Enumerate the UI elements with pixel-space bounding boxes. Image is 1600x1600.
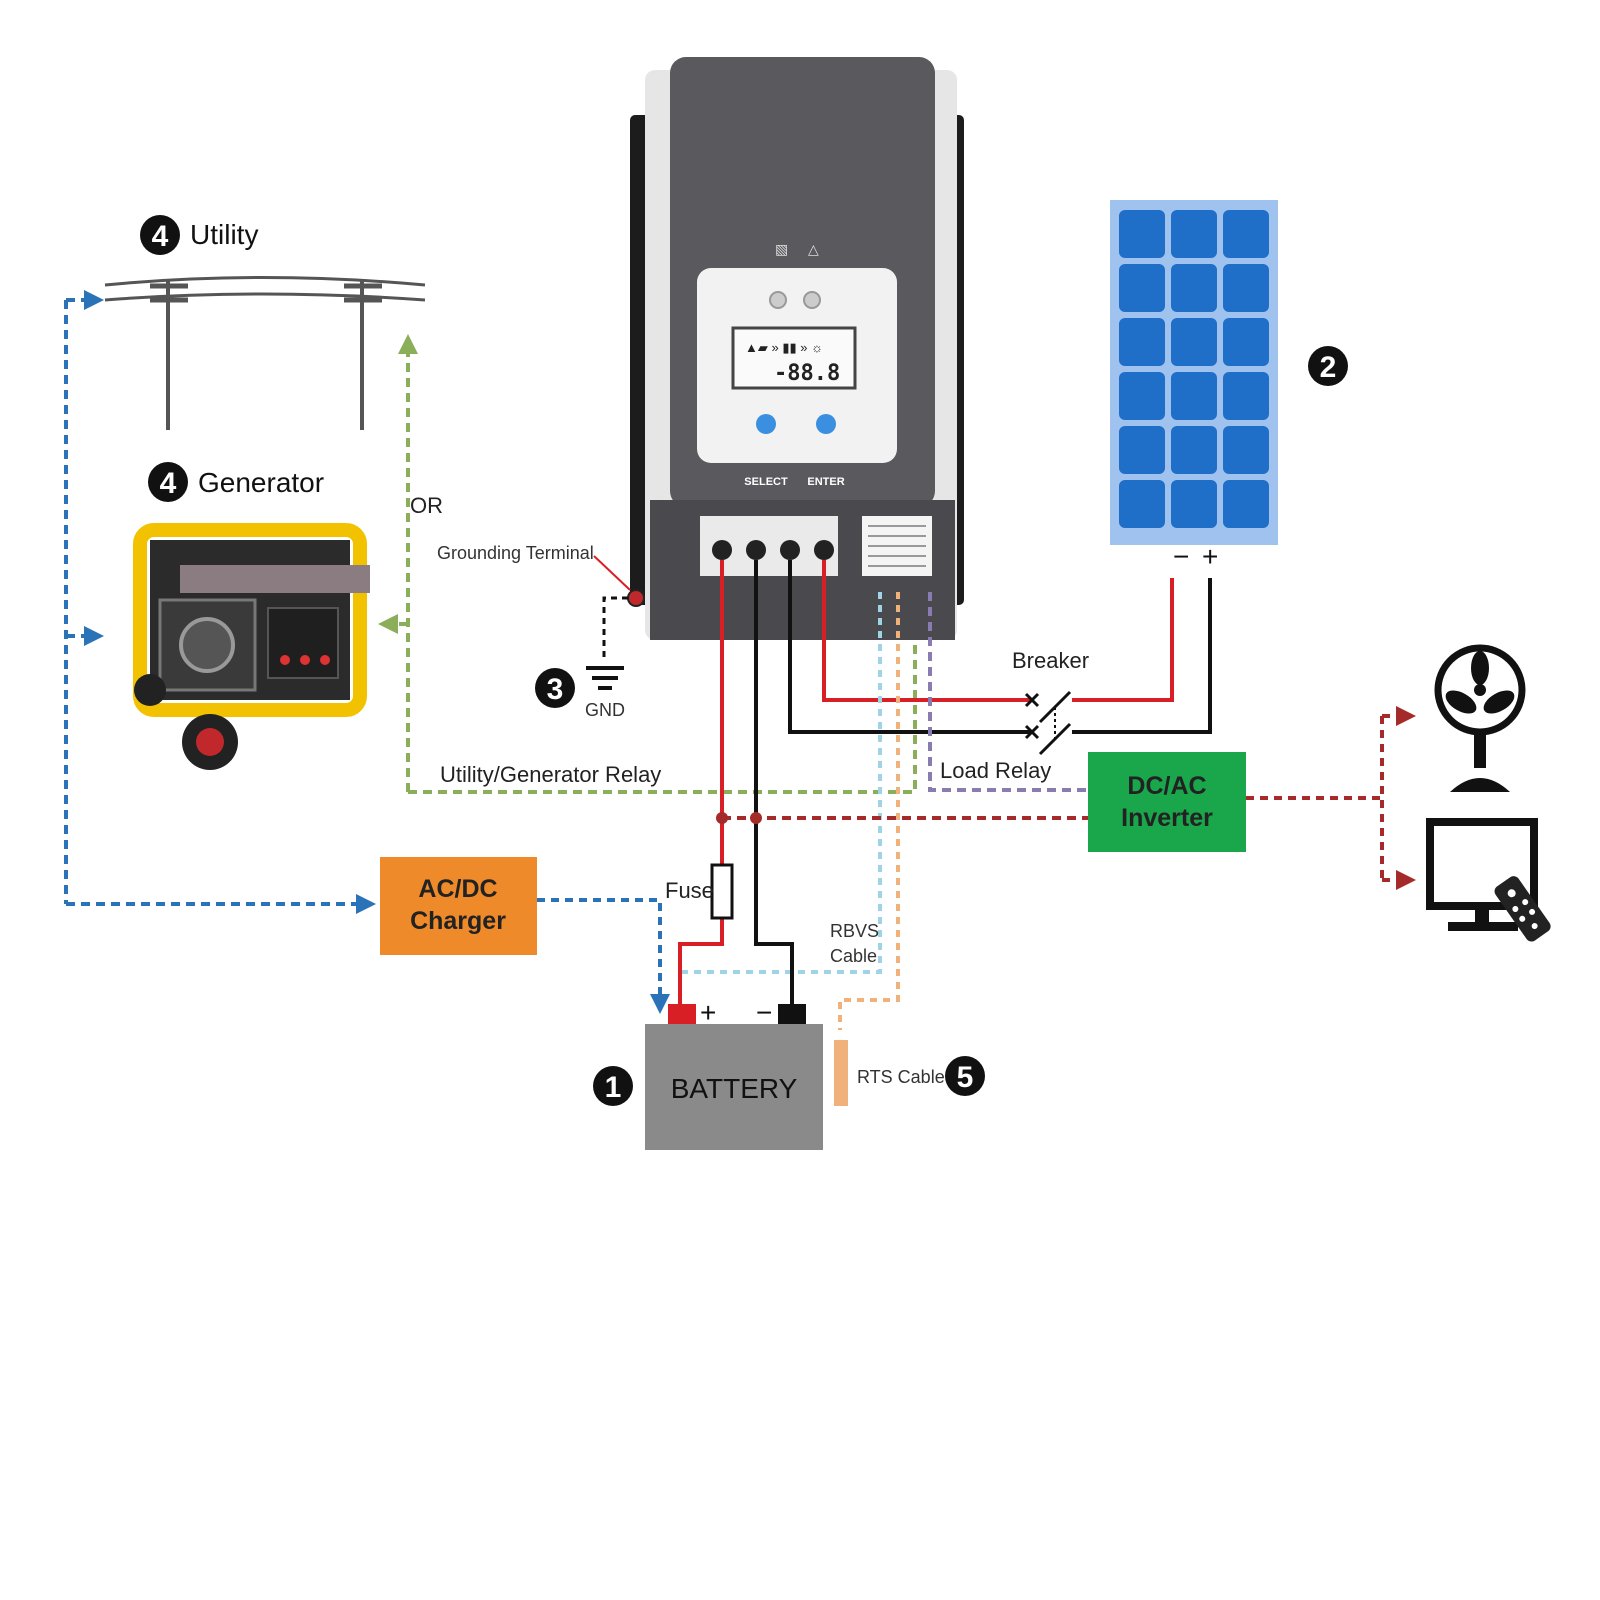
solar-cell: [1171, 264, 1217, 312]
generator-badge: [148, 462, 188, 502]
dc-ac-inverter: DC/AC Inverter: [1088, 752, 1246, 852]
battery-badge: [593, 1066, 633, 1106]
ac-load-link: [1246, 706, 1416, 890]
battery-badge-number: 1: [605, 1071, 622, 1104]
load-relay-label: Load Relay: [940, 758, 1051, 783]
battery-body: [645, 1024, 823, 1150]
solar-badge: [1308, 346, 1348, 386]
enter-button[interactable]: [816, 414, 836, 434]
battery-label: BATTERY: [671, 1073, 798, 1104]
battery-negative-terminal: [746, 540, 766, 560]
rts-cable: [838, 592, 900, 1030]
enter-label: ENTER: [807, 476, 844, 488]
power-line-poles-icon: [104, 276, 426, 430]
charger-line2: Charger: [410, 907, 506, 935]
select-label: SELECT: [744, 476, 788, 488]
solar-cell: [1171, 372, 1217, 420]
solar-cell: [1119, 372, 1165, 420]
utility-generator-relay-link: [378, 334, 917, 794]
fuse-label: Fuse: [665, 878, 714, 903]
battery-negative-post: [778, 1004, 806, 1024]
rts-badge-number: 5: [957, 1061, 974, 1094]
utility-badge: [140, 215, 180, 255]
grounding-terminal-label: Grounding Terminal: [437, 543, 594, 563]
utility-feed-link: [64, 290, 376, 914]
generator-group: 4 Generator: [133, 462, 370, 770]
solar-cell: [1171, 426, 1217, 474]
relay-label: Utility/Generator Relay: [440, 762, 661, 787]
ac-dc-charger: AC/DC Charger: [380, 857, 537, 955]
fuse: [710, 863, 734, 920]
lcd-status-icons: ▲▰ » ▮▮ » ☼: [745, 340, 823, 355]
controller-warning-icon: △: [808, 241, 819, 257]
or-label: OR: [410, 493, 443, 518]
utility-group: 4 Utility: [104, 215, 426, 430]
solar-cell: [1119, 210, 1165, 258]
rts-label: RTS Cable: [857, 1067, 945, 1087]
battery-minus-sign: −: [756, 997, 772, 1028]
fan-icon: [1434, 644, 1526, 792]
inverter-line2: Inverter: [1121, 804, 1213, 832]
solar-cell: [1223, 426, 1269, 474]
load-relay-link: [928, 592, 1088, 792]
lcd-digits: -88.8: [774, 361, 840, 386]
mppt-controller: ▧ △ ▲▰ » ▮▮ » ☼ -88.8 SELECT ENTER: [627, 57, 964, 640]
rbvs-label-line2: Cable: [830, 946, 877, 966]
solar-cell: [1171, 480, 1217, 528]
pv-positive-terminal: [814, 540, 834, 560]
rbvs-cable: [682, 592, 882, 974]
charger-line1: AC/DC: [418, 875, 497, 903]
generator-label: Generator: [198, 467, 324, 498]
grounding-group: Grounding Terminal GND 3: [437, 543, 631, 720]
gnd-label: GND: [585, 700, 625, 720]
solar-negative-sign: −: [1173, 541, 1189, 572]
utility-label: Utility: [190, 219, 258, 250]
select-button[interactable]: [756, 414, 776, 434]
controller-pv-symbol: ▧: [775, 241, 788, 257]
solar-cell: [1119, 426, 1165, 474]
battery: + − BATTERY 1: [593, 997, 823, 1150]
solar-positive-sign: +: [1202, 541, 1218, 572]
portable-generator-icon: [133, 523, 370, 770]
remote-control-icon: [1494, 876, 1551, 942]
solar-cell: [1119, 264, 1165, 312]
pv-negative-terminal: [780, 540, 800, 560]
grounding-terminal: [627, 589, 645, 607]
rbvs-label-line1: RBVS: [830, 921, 879, 941]
solar-panel-icon: [1110, 200, 1278, 545]
inverter-line1: DC/AC: [1127, 772, 1206, 800]
battery-positive-terminal: [712, 540, 732, 560]
breaker-label: Breaker: [1012, 648, 1089, 673]
solar-cell: [1223, 372, 1269, 420]
solar-group: − + 2: [1110, 200, 1348, 572]
solar-cell: [1119, 480, 1165, 528]
generator-badge-number: 4: [160, 467, 177, 500]
battery-plus-sign: +: [700, 997, 716, 1028]
ground-symbol-icon: [586, 666, 624, 690]
solar-cell: [1171, 318, 1217, 366]
controller-lcd: [731, 326, 857, 390]
battery-positive-post: [668, 1004, 696, 1024]
solar-cell: [1223, 264, 1269, 312]
solar-badge-number: 2: [1320, 351, 1337, 384]
utility-badge-number: 4: [152, 220, 169, 253]
pv-wiring: [788, 560, 1212, 734]
grounding-badge: [535, 668, 575, 708]
charger-to-battery-link: [537, 898, 670, 1014]
solar-cell: [1119, 318, 1165, 366]
solar-cell: [1223, 210, 1269, 258]
breaker-switch: [1024, 690, 1072, 756]
grounding-badge-number: 3: [547, 673, 564, 706]
solar-cell: [1223, 480, 1269, 528]
solar-cell: [1171, 210, 1217, 258]
rts-sensor: [834, 1040, 848, 1106]
rts-badge: [945, 1056, 985, 1096]
solar-cell: [1223, 318, 1269, 366]
